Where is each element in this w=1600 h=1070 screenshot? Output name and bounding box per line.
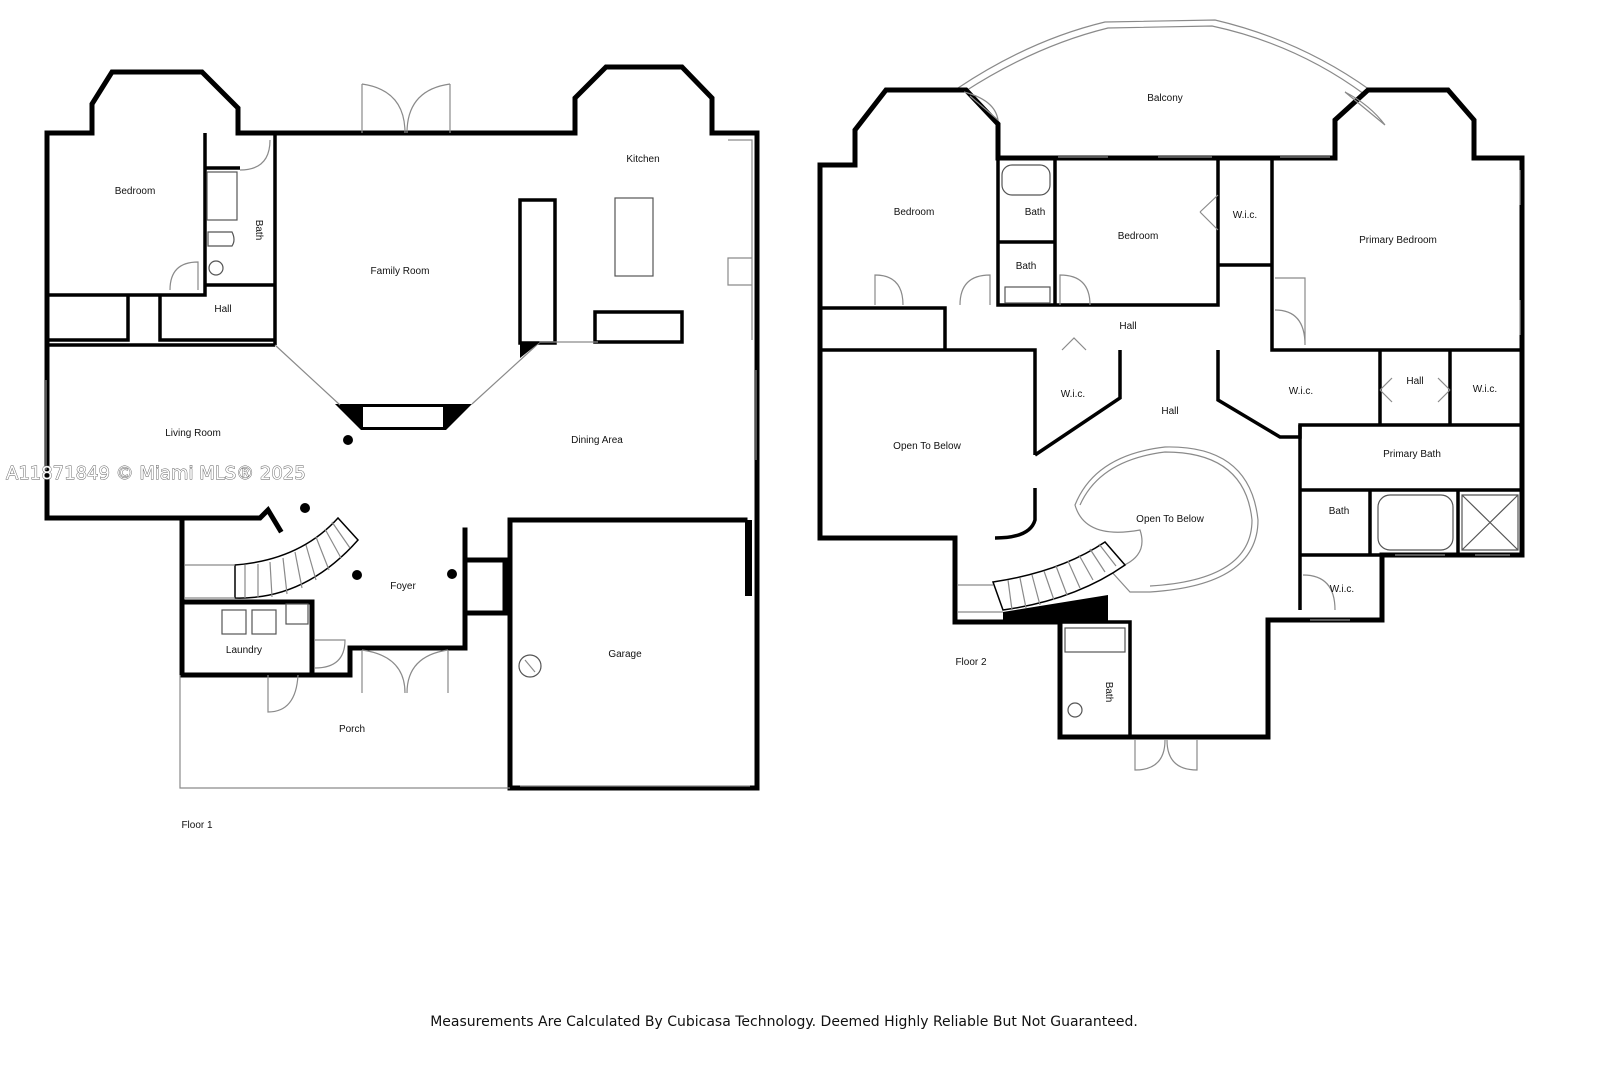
family-room-doors	[361, 83, 451, 134]
stair-treads-2	[1007, 543, 1117, 611]
family-room-angled-lines	[274, 341, 598, 406]
floor-1-label: Floor 1	[181, 820, 213, 831]
room-label-bath: Bath	[253, 220, 264, 241]
room-label-bedroom-mid: Bedroom	[1118, 231, 1159, 242]
stair-landing-2	[958, 584, 1003, 613]
room-label-laundry: Laundry	[226, 645, 262, 656]
room-label-primary-bedroom: Primary Bedroom	[1359, 235, 1437, 246]
door-swings-2	[874, 91, 1451, 611]
fireplace-opening	[361, 405, 445, 429]
room-label-open-to-below-center: Open To Below	[1136, 514, 1204, 525]
open-to-below-oval	[1074, 446, 1259, 593]
bedroom-walls	[47, 133, 277, 345]
windows-2	[1058, 156, 1521, 621]
kitchen-counters	[518, 198, 684, 345]
toilet	[207, 231, 235, 247]
curved-staircase-2	[991, 541, 1127, 611]
shower	[1461, 494, 1519, 551]
room-label-hall: Hall	[214, 304, 231, 315]
wic-walls	[1216, 158, 1522, 439]
soaking-tub	[1377, 494, 1454, 551]
shower	[206, 171, 238, 221]
side-windows	[45, 370, 757, 470]
open-below-wall	[994, 488, 1037, 540]
washer	[221, 609, 247, 635]
room-label-wic-right: W.i.c.	[1289, 386, 1313, 397]
sink	[208, 260, 224, 276]
stair-outer-wall	[179, 505, 284, 534]
room-label-porch: Porch	[339, 724, 365, 735]
floor-1-plan: Bedroom Bath Hall Family Room Kitchen Li…	[44, 64, 760, 831]
room-label-foyer: Foyer	[390, 581, 416, 592]
bathtub	[1064, 627, 1126, 653]
water-heater-mark	[524, 659, 536, 673]
stair-treads	[244, 521, 351, 598]
porch-outline	[179, 675, 510, 789]
column-corner	[520, 342, 540, 358]
column	[300, 503, 310, 513]
room-label-wic-center: W.i.c.	[1061, 389, 1085, 400]
bathtub	[1001, 164, 1051, 196]
room-label-bath-small: Bath	[1329, 506, 1350, 517]
room-label-wic-bottom: W.i.c.	[1330, 584, 1354, 595]
double-vanity	[1004, 286, 1051, 304]
sink	[1067, 702, 1083, 718]
front-doors	[361, 649, 449, 694]
floor-2-label: Floor 2	[955, 657, 987, 668]
room-label-garage: Garage	[608, 649, 642, 660]
room-label-wic-far-right: W.i.c.	[1473, 384, 1497, 395]
floor-1-west-wall	[44, 130, 353, 678]
room-label-bedroom-left: Bedroom	[894, 207, 935, 218]
bedroom-bath-walls	[820, 158, 1220, 457]
balcony-rail	[957, 19, 1371, 95]
room-label-kitchen: Kitchen	[626, 154, 659, 165]
floor-2-plan: Balcony Bedroom Bath Bath Bedroom W.i.c.…	[817, 19, 1525, 771]
room-label-bath-bottom: Bath	[1103, 682, 1114, 703]
kitchen-island	[614, 197, 654, 277]
room-label-balcony: Balcony	[1147, 93, 1183, 104]
room-label-dining-area: Dining Area	[571, 435, 623, 446]
kitchen-range	[727, 139, 753, 340]
room-label-bath-lower: Bath	[1016, 261, 1037, 272]
room-label-primary-bath: Primary Bath	[1383, 449, 1441, 460]
stair-underside	[1003, 595, 1108, 622]
column	[343, 435, 353, 445]
room-label-open-to-below-left: Open To Below	[893, 441, 961, 452]
room-label-bath-upper: Bath	[1025, 207, 1046, 218]
room-label-bedroom: Bedroom	[115, 186, 156, 197]
room-label-hall-small: Hall	[1406, 376, 1423, 387]
room-label-family-room: Family Room	[371, 266, 430, 277]
column	[352, 570, 362, 580]
watermark: A11871849 © Miami MLS® 2025	[6, 463, 306, 484]
primary-bath-walls	[1298, 425, 1522, 610]
dryer	[251, 609, 277, 635]
room-label-wic-mid: W.i.c.	[1233, 210, 1257, 221]
garage-wall-segment	[745, 520, 752, 596]
front-doors-2	[1134, 739, 1198, 771]
floor-2-outer-walls	[817, 87, 1525, 740]
disclaimer-text: Measurements Are Calculated By Cubicasa …	[430, 1014, 1138, 1030]
room-label-hall-center: Hall	[1161, 406, 1178, 417]
room-label-living-room: Living Room	[165, 428, 221, 439]
stair-landing	[185, 564, 235, 599]
floor-1-outer-walls	[44, 64, 760, 791]
column	[447, 569, 457, 579]
interior-door-swings	[169, 139, 346, 713]
foyer-walls	[347, 527, 508, 678]
laundry-sink	[285, 603, 309, 625]
laundry-walls	[179, 599, 315, 678]
open-to-below-oval-inner	[1079, 451, 1253, 587]
bottom-bath-walls	[1060, 620, 1132, 737]
room-label-hall-top: Hall	[1119, 321, 1136, 332]
